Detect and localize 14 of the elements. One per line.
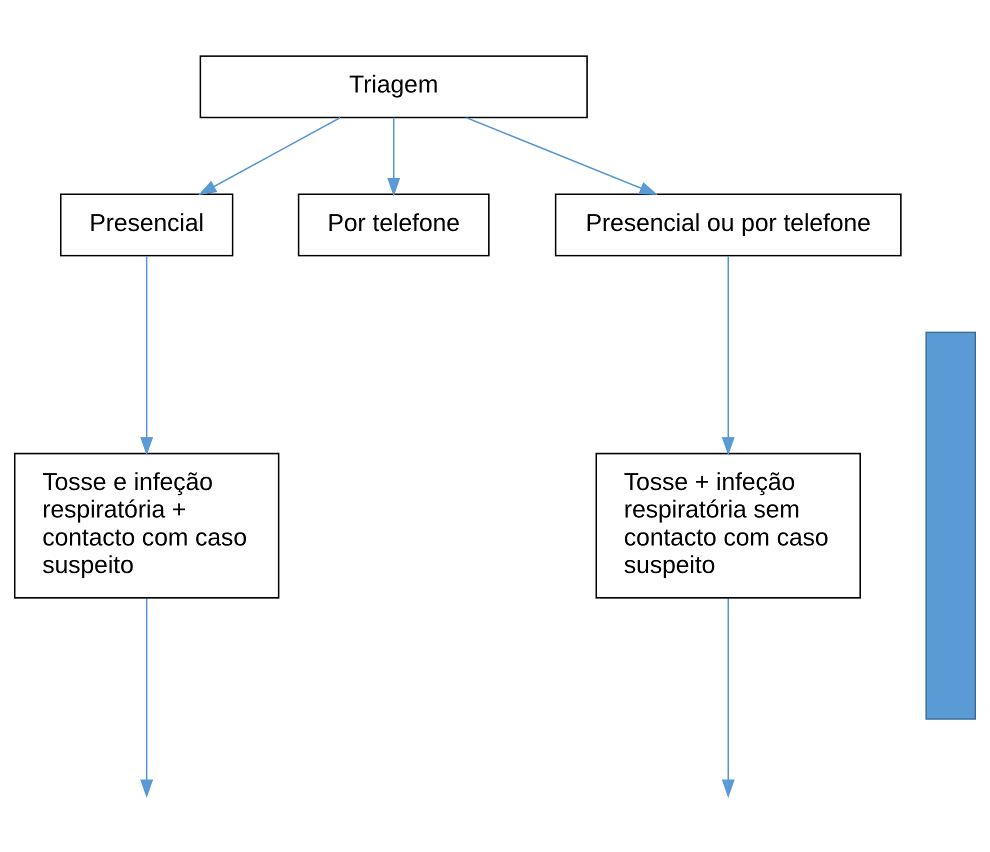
arrow [722,256,735,456]
node-box: Por telefone [298,192,490,256]
node-box: Tosse e infeção respiratória + contacto com caso suspeito [14,452,280,598]
node-box: Triagem [200,54,588,118]
arrow [198,116,340,195]
arrow [140,256,154,456]
arrow [387,117,400,196]
arrow [722,598,735,798]
node-bar [925,331,976,720]
node-box: Tosse + infeção respiratória sem contacto com caso suspeito [596,452,861,598]
node-box: Presencial [60,192,234,256]
node-box: Presencial ou por telefone [554,192,902,256]
arrow [466,116,658,195]
arrow [140,598,154,798]
